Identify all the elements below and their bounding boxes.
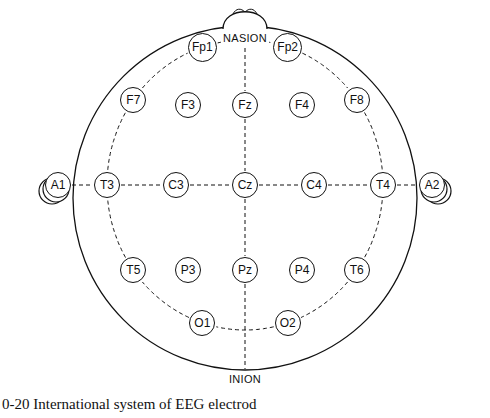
electrode-circle: P4 [289, 257, 315, 283]
electrode-circle: T5 [120, 257, 146, 283]
landmark-label: NASION [221, 32, 269, 44]
dashed-connector [142, 53, 187, 88]
midline [245, 284, 246, 369]
electrode-label: Fz [238, 98, 251, 112]
dashed-connector [259, 185, 300, 186]
electrode-circle: C4 [301, 172, 327, 198]
dashed-connector [301, 282, 348, 318]
electrode-label: Pz [238, 263, 252, 277]
electrode-label: F8 [350, 93, 364, 107]
electrode-circle: F7 [120, 87, 146, 113]
electrode-label: P3 [181, 263, 196, 277]
electrode-circle: C3 [163, 172, 189, 198]
electrode-label: F4 [295, 98, 309, 112]
electrode-label: T4 [376, 178, 390, 192]
head-circle [73, 26, 417, 370]
electrode-circle: F4 [289, 92, 315, 118]
electrode-circle: T4 [370, 172, 396, 198]
electrode-circle: A1 [45, 172, 71, 198]
electrode-circle: O1 [189, 310, 215, 336]
dashed-connector [245, 119, 246, 171]
electrode-label: O2 [280, 316, 296, 330]
dashed-connector [216, 327, 273, 330]
electrode-circle: Fp1 [188, 33, 217, 62]
landmark-label: INION [227, 373, 263, 385]
dashed-connector [328, 185, 369, 186]
electrode-circle: T3 [94, 172, 120, 198]
dashed-connector [397, 185, 418, 186]
electrode-label: T6 [350, 263, 364, 277]
electrode-label: C3 [168, 178, 183, 192]
electrode-circle: F8 [344, 87, 370, 113]
dashed-connector [190, 185, 231, 186]
electrode-circle: Pz [232, 257, 258, 283]
dashed-connector [142, 282, 189, 318]
electrode-circle: O2 [275, 310, 301, 336]
electrode-label: C4 [306, 178, 321, 192]
electrode-circle: P3 [175, 257, 201, 283]
electrode-circle: Cz [232, 172, 258, 198]
nose-outline [223, 12, 267, 29]
dashed-connector [121, 185, 162, 186]
electrode-label: Fp2 [277, 40, 298, 54]
electrode-label: P4 [295, 263, 310, 277]
electrode-circle: A2 [419, 172, 445, 198]
electrode-circle: Fp2 [273, 33, 302, 62]
dashed-connector [108, 200, 126, 257]
electrode-circle: T6 [344, 257, 370, 283]
dashed-connector [108, 113, 126, 170]
electrode-label: O1 [194, 316, 210, 330]
dashed-connector [302, 53, 347, 88]
electrode-label: A1 [51, 178, 66, 192]
electrode-label: Cz [238, 178, 253, 192]
dashed-connector [365, 200, 383, 257]
dashed-connector [72, 185, 93, 186]
electrode-label: F3 [181, 98, 195, 112]
nose-detail [233, 9, 257, 14]
electrode-circle: Fz [232, 92, 258, 118]
dashed-connector [245, 199, 246, 256]
electrode-label: Fp1 [192, 40, 213, 54]
electrode-label: T3 [100, 178, 114, 192]
dashed-connector [365, 113, 383, 170]
electrode-label: F7 [126, 93, 140, 107]
midline [245, 48, 246, 91]
electrode-label: A2 [425, 178, 440, 192]
electrode-circle: F3 [175, 92, 201, 118]
electrode-label: T5 [126, 263, 140, 277]
figure-caption: 0-20 International system of EEG electro… [2, 396, 257, 413]
